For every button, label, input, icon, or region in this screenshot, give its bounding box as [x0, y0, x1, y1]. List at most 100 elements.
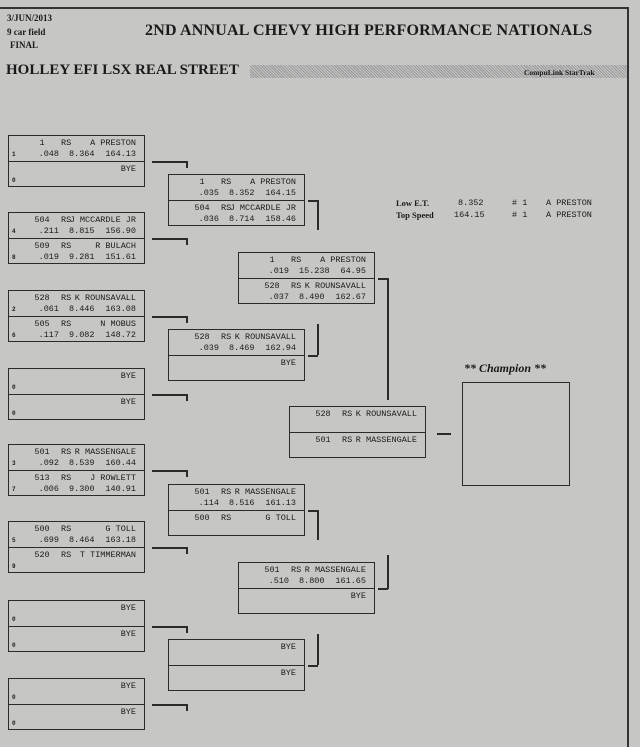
slot-name: K ROUNSAVALL: [304, 281, 366, 291]
slot-rt: .092: [38, 458, 59, 468]
slot-mph: 158.46: [265, 214, 296, 224]
slot-cls: RS: [221, 332, 232, 342]
stat-name: A PRESTON: [546, 210, 592, 220]
slot-car: 509: [34, 241, 50, 251]
slot-mph: 160.44: [105, 458, 136, 468]
competitor-slot: BYE: [169, 665, 304, 691]
slot-name: BYE: [120, 603, 136, 613]
slot-mph: 64.95: [340, 266, 366, 276]
slot-name: BYE: [120, 397, 136, 407]
slot-cls: RS: [221, 203, 232, 213]
slot-cls: RS: [61, 447, 72, 457]
slot-seed: 9: [12, 563, 16, 570]
bracket-connector-line: [308, 200, 318, 202]
slot-rt: .699: [38, 535, 59, 545]
slot-name: BYE: [120, 629, 136, 639]
slot-name: R BULACH: [95, 241, 136, 251]
slot-name: K ROUNSAVALL: [74, 293, 136, 303]
slot-rt: .037: [268, 292, 289, 302]
slot-cls: RS: [61, 241, 72, 251]
slot-cls: RS: [291, 255, 302, 265]
slot-rt: .048: [38, 149, 59, 159]
slot-mph: 163.08: [105, 304, 136, 314]
slot-seed: 5: [12, 537, 16, 544]
slot-rt: .019: [268, 266, 289, 276]
slot-seed: 0: [12, 642, 16, 649]
slot-et: 8.446: [69, 304, 95, 314]
competitor-slot: BYE: [169, 355, 304, 381]
slot-name: K ROUNSAVALL: [355, 409, 417, 419]
slot-name: J MCCARDLE JR: [229, 203, 296, 213]
slot-car: 1: [269, 255, 275, 265]
slot-car: 1: [199, 177, 205, 187]
slot-name: R MASSENGALE: [355, 435, 417, 445]
stat-name: A PRESTON: [546, 198, 592, 208]
slot-mph: 164.13: [105, 149, 136, 159]
slot-et: 15.238: [299, 266, 330, 276]
slot-cls: RS: [61, 550, 72, 560]
bracket-connector-line: [317, 200, 319, 230]
slot-seed: 0: [12, 720, 16, 727]
slot-et: 8.539: [69, 458, 95, 468]
slot-rt: .114: [198, 498, 219, 508]
title-shaded-bar: [250, 65, 627, 78]
slot-name: K ROUNSAVALL: [234, 332, 296, 342]
slot-mph: 161.65: [335, 576, 366, 586]
bracket-connector-line: [152, 394, 187, 396]
stat-rank: # 1: [512, 210, 528, 220]
bracket-connector-line: [152, 470, 187, 472]
bracket-connector-line: [152, 161, 187, 163]
slot-et: 8.516: [229, 498, 255, 508]
slot-car: 504: [194, 203, 210, 213]
bracket-connector-line: [387, 555, 389, 589]
slot-et: 9.300: [69, 484, 95, 494]
slot-cls: RS: [221, 487, 232, 497]
slot-car: 501: [315, 435, 331, 445]
slot-cls: RS: [342, 435, 353, 445]
slot-mph: 161.13: [265, 498, 296, 508]
slot-name: A PRESTON: [320, 255, 366, 265]
slot-et: 8.352: [229, 188, 255, 198]
slot-name: J MCCARDLE JR: [69, 215, 136, 225]
slot-mph: 164.15: [265, 188, 296, 198]
slot-name: R MASSENGALE: [234, 487, 296, 497]
page-border-top: [0, 7, 629, 9]
slot-rt: .036: [198, 214, 219, 224]
slot-cls: RS: [291, 565, 302, 575]
bracket-connector-line: [186, 161, 188, 168]
slot-car: 505: [34, 319, 50, 329]
slot-name: R MASSENGALE: [74, 447, 136, 457]
bracket-connector-line: [317, 634, 319, 665]
slot-car: 500: [194, 513, 210, 523]
slot-cls: RS: [61, 473, 72, 483]
slot-et: 8.815: [69, 226, 95, 236]
slot-cls: RS: [61, 138, 72, 148]
bracket-connector-line: [152, 238, 187, 240]
stat-value: 164.15: [454, 210, 485, 220]
slot-car: 528: [315, 409, 331, 419]
bracket-connector-line: [186, 394, 188, 401]
slot-et: 8.800: [299, 576, 325, 586]
bracket-connector-line: [317, 510, 319, 540]
slot-et: 8.490: [299, 292, 325, 302]
slot-seed: 7: [12, 486, 16, 493]
slot-rt: .117: [38, 330, 59, 340]
